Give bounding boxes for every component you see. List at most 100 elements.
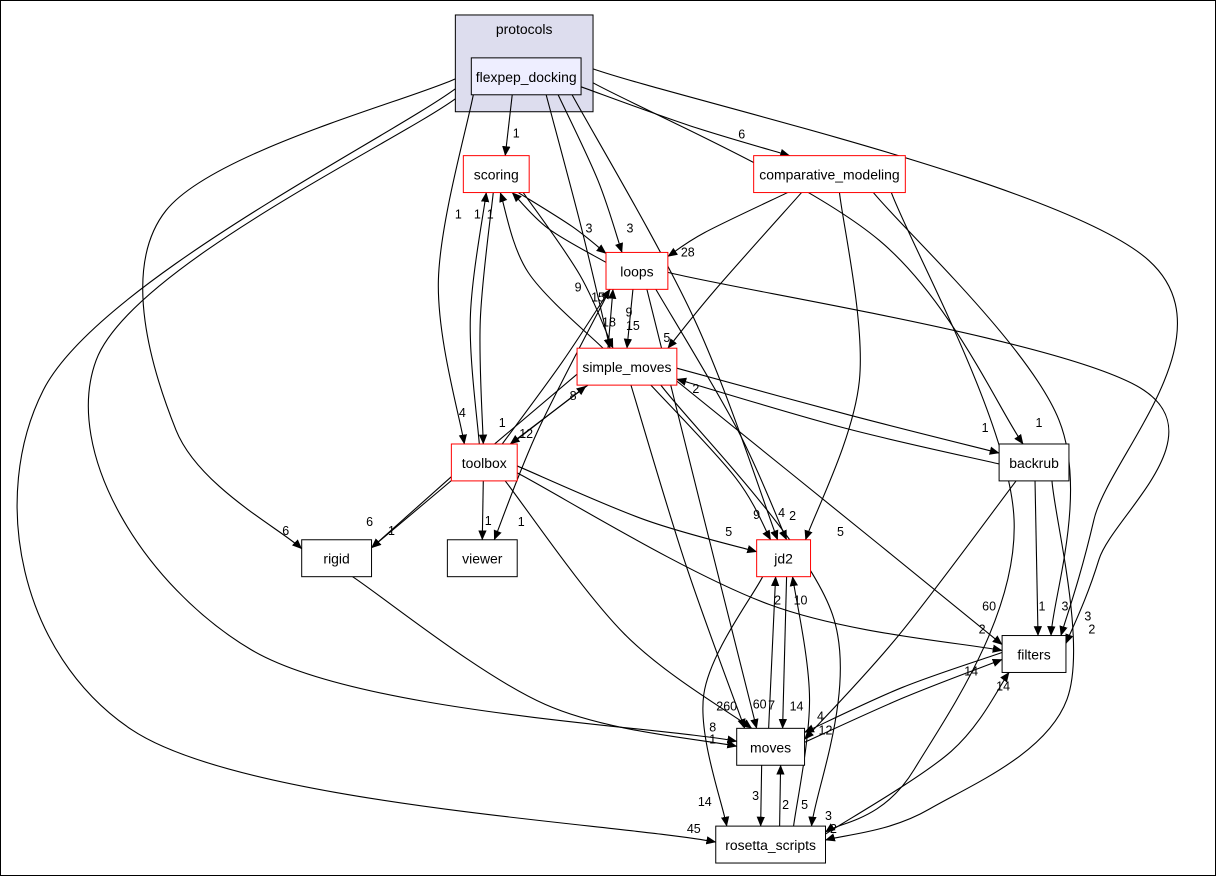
- node-label-filters: filters: [1017, 646, 1050, 662]
- node-comparative_modeling[interactable]: comparative_modeling: [753, 155, 906, 194]
- node-jd2[interactable]: jd2: [756, 539, 812, 578]
- edge-count-toolbox-to-viewer: 1: [485, 514, 492, 528]
- node-box-rosetta_scripts[interactable]: [715, 825, 827, 864]
- edge-toolbox-to-simple_moves: [510, 385, 587, 445]
- edge-comparative_modeling-to-simple_moves: [667, 192, 802, 349]
- edge-loops-to-scoring: [511, 192, 607, 263]
- edge-count-comparative_modeling-to-loops: 28: [681, 245, 695, 259]
- node-box-viewer[interactable]: [446, 539, 518, 578]
- edge-count-loops-to-filters: 2: [1088, 623, 1095, 637]
- edge-count-simple_moves-to-jd2: 9: [753, 508, 760, 522]
- edge-simple_moves-to-scoring: [499, 192, 604, 349]
- edge-flexpep_docking-to-moves: [87, 98, 738, 744]
- edge-flexpep_docking-to-filters: [592, 68, 1178, 637]
- edge-rosetta_scripts-to-filters: [825, 672, 1010, 835]
- edge-count-jd2-to-rosetta_scripts: 14: [698, 795, 712, 809]
- node-box-backrub[interactable]: [998, 443, 1070, 482]
- edge-scoring-to-loops: [517, 192, 607, 254]
- edge-count-toolbox-to-simple_moves: 8: [570, 389, 577, 403]
- edge-count-comparative_modeling-to-jd2: 5: [837, 525, 844, 539]
- edge-flexpep_docking-to-scoring: [502, 94, 513, 157]
- edge-count-simple_moves-to-rosetta_scripts: 5: [801, 798, 808, 812]
- edge-loops-to-filters: [667, 271, 1170, 645]
- node-rigid[interactable]: rigid: [301, 539, 373, 578]
- edge-count-toolbox-to-rigid: 1: [388, 524, 395, 538]
- node-moves[interactable]: moves: [736, 727, 806, 766]
- edge-count-flexpep_docking-to-jd2: 4: [778, 506, 785, 520]
- edge-count-simple_moves-to-scoring: 1: [474, 208, 481, 222]
- cluster-label: protocols: [496, 21, 553, 37]
- node-box-scoring[interactable]: [462, 155, 530, 194]
- edge-jd2-to-moves: [778, 576, 788, 729]
- node-simple_moves[interactable]: simple_moves: [576, 347, 678, 386]
- node-box-loops[interactable]: [605, 251, 669, 290]
- node-toolbox[interactable]: toolbox: [450, 443, 518, 482]
- edge-count-flexpep_docking-to-moves: 8: [709, 720, 716, 734]
- edge-count-simple_moves-to-rigid: 6: [366, 515, 373, 529]
- node-box-toolbox[interactable]: [450, 443, 518, 482]
- edge-count-flexpep_docking-to-simple_moves: 15: [626, 319, 640, 333]
- edge-jd2-to-rosetta_scripts: [702, 576, 764, 827]
- edge-toolbox-to-viewer: [478, 480, 487, 541]
- edge-count-toolbox-to-moves: 7: [768, 698, 775, 712]
- edge-moves-to-filters: [804, 658, 1003, 743]
- edge-rigid-to-moves: [352, 576, 738, 749]
- node-box-comparative_modeling[interactable]: [753, 155, 906, 194]
- edge-comparative_modeling-to-jd2: [804, 192, 861, 541]
- edge-simple_moves-to-filters: [676, 380, 1003, 645]
- node-label-scoring: scoring: [474, 167, 519, 183]
- edge-layer: [16, 68, 1178, 845]
- edge-flexpep_docking-to-backrub: [592, 82, 1024, 445]
- node-loops[interactable]: loops: [605, 251, 669, 290]
- edge-simple_moves-to-backrub: [676, 367, 1000, 455]
- node-label-rosetta_scripts: rosetta_scripts: [725, 837, 816, 853]
- edge-comparative_modeling-to-loops: [667, 192, 788, 257]
- edge-toolbox-to-moves: [504, 480, 753, 729]
- edge-count-backrub-to-simple_moves: 2: [692, 382, 699, 396]
- edge-simple_moves-to-rigid: [371, 373, 578, 549]
- node-label-viewer: viewer: [462, 551, 503, 567]
- node-box-filters[interactable]: [1001, 635, 1067, 673]
- edge-count-simple_moves-to-moves: 260: [716, 699, 737, 713]
- edge-flexpep_docking-to-rigid: [142, 78, 456, 550]
- node-box-simple_moves[interactable]: [576, 347, 678, 386]
- edge-simple_moves-to-loops: [607, 288, 617, 349]
- edge-count-rosetta_scripts-to-moves: 2: [782, 798, 789, 812]
- node-rosetta_scripts[interactable]: rosetta_scripts: [715, 825, 827, 864]
- edge-count-flexpep_docking-to-comparative_modeling: 6: [738, 128, 745, 142]
- edge-count-scoring-to-toolbox: 1: [499, 416, 506, 430]
- edge-moves-to-rosetta_scripts: [756, 765, 765, 827]
- edge-count-moves-to-filters: 14: [964, 664, 978, 678]
- edge-count-scoring-to-simple_moves: 9: [625, 305, 632, 319]
- node-box-moves[interactable]: [736, 727, 806, 766]
- edge-backrub-to-rosetta_scripts: [825, 480, 1075, 842]
- edge-comparative_modeling-to-filters: [872, 192, 1072, 637]
- node-box-jd2[interactable]: [756, 539, 812, 578]
- edge-loops-to-simple_moves: [623, 289, 634, 349]
- edge-simple_moves-to-rosetta_scripts: [660, 384, 841, 827]
- edge-flexpep_docking-to-jd2: [571, 94, 779, 541]
- node-backrub[interactable]: backrub: [998, 443, 1070, 482]
- node-flexpep_docking[interactable]: flexpep_docking: [470, 57, 582, 96]
- node-filters[interactable]: filters: [1001, 635, 1067, 673]
- node-viewer[interactable]: viewer: [446, 539, 518, 578]
- node-label-loops: loops: [620, 263, 653, 279]
- edge-count-moves-to-jd2: 2: [774, 594, 781, 608]
- node-label-comparative_modeling: comparative_modeling: [759, 167, 899, 183]
- edge-count-simple_moves-to-loops: 15: [591, 290, 605, 304]
- edge-toolbox-to-filters: [516, 472, 1003, 653]
- edge-count-simple_moves-to-backrub: 1: [982, 421, 989, 435]
- node-scoring[interactable]: scoring: [462, 155, 530, 194]
- edge-loops-to-jd2: [655, 289, 788, 541]
- edge-loops-to-viewer: [493, 289, 611, 541]
- edge-count-toolbox-to-loops: 9: [575, 280, 582, 294]
- edge-count-jd2-to-moves: 14: [790, 699, 804, 713]
- node-box-rigid[interactable]: [301, 539, 373, 578]
- edge-moves-to-jd2: [768, 576, 780, 729]
- edge-count-rosetta_scripts-to-filters: 14: [996, 679, 1010, 693]
- edge-flexpep_docking-to-toolbox: [437, 94, 474, 445]
- node-box-flexpep_docking[interactable]: [470, 57, 582, 96]
